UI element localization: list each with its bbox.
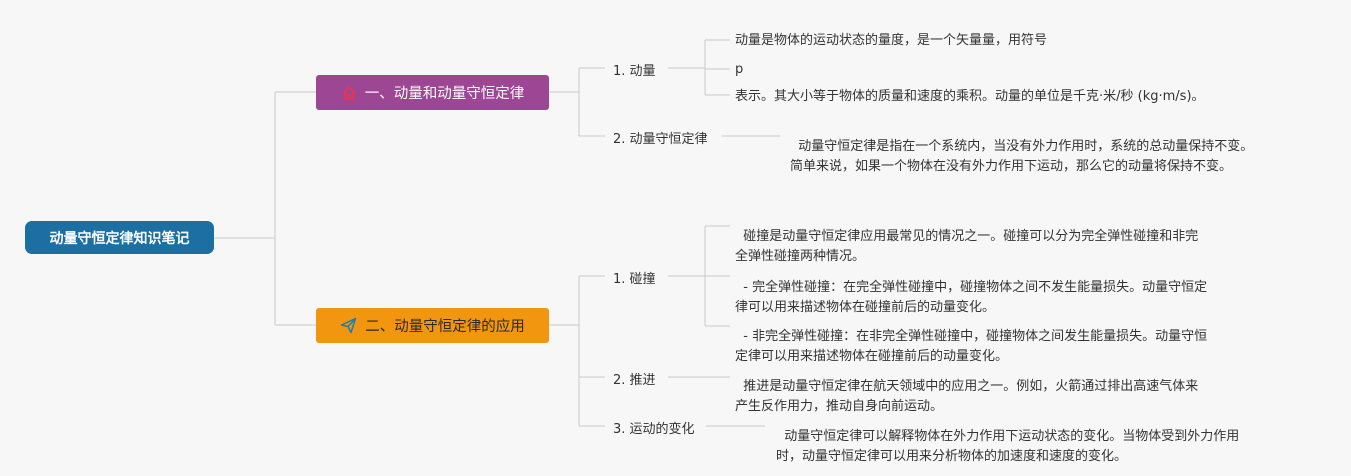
note-inelastic-collision[interactable]: - 非完全弹性碰撞：在非完全弹性碰撞中，碰撞物体之间发生能量损失。动量守恒 定律… bbox=[735, 329, 1208, 364]
branch-label: 二、动量守恒定律的应用 bbox=[365, 319, 525, 335]
topic-label: 2. 推进 bbox=[613, 373, 656, 388]
branch-momentum-and-conservation[interactable]: 一、动量和动量守恒定律 bbox=[316, 75, 549, 110]
root-label: 动量守恒定律知识笔记 bbox=[49, 230, 190, 247]
note-conservation-law[interactable]: 动量守恒定律是指在一个系统内，当没有外力作用时，系统的总动量保持不变。 简单来说… bbox=[790, 139, 1254, 174]
note-change-of-motion[interactable]: 动量守恒定律可以解释物体在外力作用下运动状态的变化。当物体受到外力作用 时，动量… bbox=[776, 429, 1240, 464]
topic-change-of-motion[interactable]: 3. 运动的变化 bbox=[613, 418, 695, 437]
note-elastic-collision[interactable]: - 完全弹性碰撞：在完全弹性碰撞中，碰撞物体之间不发生能量损失。动量守恒定 律可… bbox=[735, 280, 1208, 315]
home-icon bbox=[341, 85, 357, 101]
branch-label: 一、动量和动量守恒定律 bbox=[364, 86, 525, 102]
note-momentum-symbol[interactable]: p bbox=[735, 62, 744, 77]
topic-label: 1. 动量 bbox=[613, 64, 656, 79]
topic-momentum[interactable]: 1. 动量 bbox=[613, 60, 656, 79]
topic-label: 3. 运动的变化 bbox=[613, 422, 695, 437]
topic-label: 1. 碰撞 bbox=[613, 272, 656, 287]
topic-propulsion[interactable]: 2. 推进 bbox=[613, 369, 656, 388]
branch-applications[interactable]: 二、动量守恒定律的应用 bbox=[316, 308, 549, 343]
note-propulsion[interactable]: 推进是动量守恒定律在航天领域中的应用之一。例如，火箭通过排出高速气体来 产生反作… bbox=[735, 379, 1199, 414]
paper-plane-icon bbox=[340, 317, 357, 334]
note-momentum-units[interactable]: 表示。其大小等于物体的质量和速度的乘积。动量的单位是千克·米/秒 (kg·m/s… bbox=[735, 89, 1205, 104]
note-momentum-definition[interactable]: 动量是物体的运动状态的量度，是一个矢量量，用符号 bbox=[735, 33, 1048, 48]
topic-conservation-law[interactable]: 2. 动量守恒定律 bbox=[613, 128, 708, 147]
topic-label: 2. 动量守恒定律 bbox=[613, 132, 708, 147]
topic-collision[interactable]: 1. 碰撞 bbox=[613, 268, 656, 287]
note-collision-overview[interactable]: 碰撞是动量守恒定律应用最常见的情况之一。碰撞可以分为完全弹性碰撞和非完 全弹性碰… bbox=[735, 229, 1199, 264]
root-node[interactable]: 动量守恒定律知识笔记 bbox=[25, 221, 214, 254]
